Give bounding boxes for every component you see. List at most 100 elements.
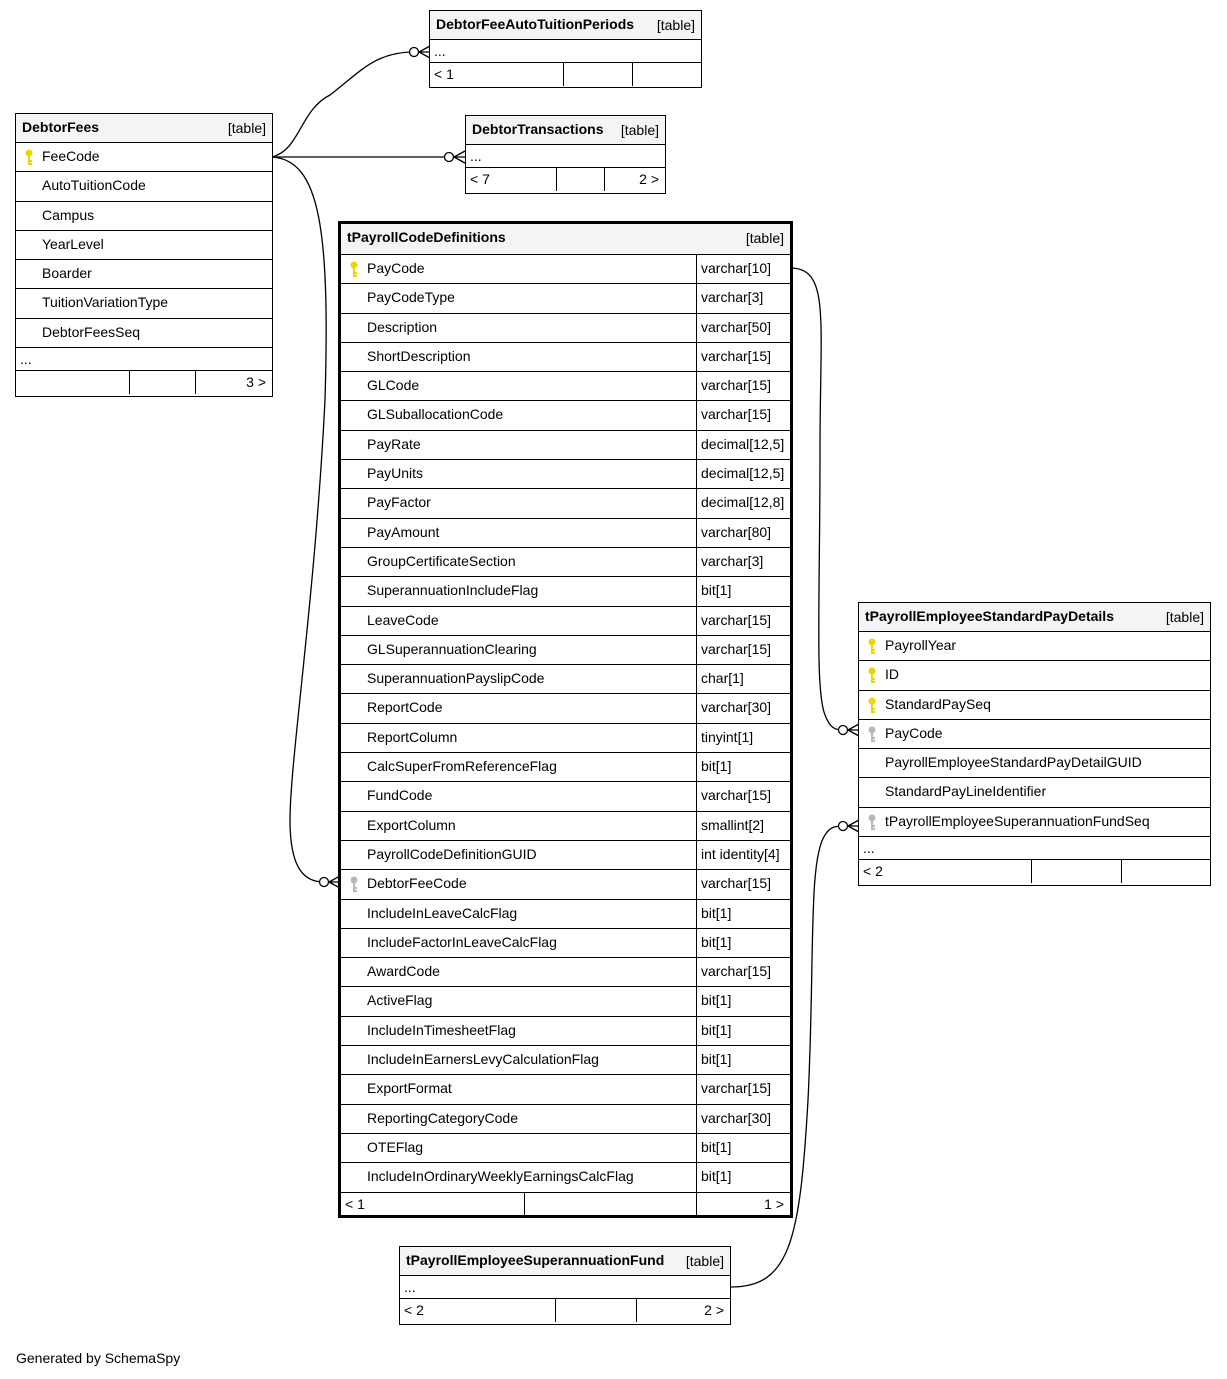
- column-name: IncludeInEarnersLevyCalculationFlag: [367, 1051, 599, 1068]
- column-type-cell: varchar[15]: [696, 958, 790, 987]
- column-type: bit[1]: [701, 1051, 732, 1068]
- column-type: bit[1]: [701, 904, 732, 921]
- column-row[interactable]: PayCode: [859, 720, 1210, 750]
- column-name: DebtorFeesSeq: [42, 323, 141, 340]
- column-row[interactable]: IncludeInEarnersLevyCalculationFlag bit[1…: [341, 1046, 790, 1076]
- column-row[interactable]: YearLevel: [16, 231, 272, 261]
- column-type: varchar[3]: [701, 289, 764, 306]
- column-row[interactable]: PayrollYear: [859, 632, 1210, 662]
- column-row[interactable]: StandardPayLineIdentifier: [859, 778, 1210, 808]
- column-name: ReportColumn: [367, 728, 458, 745]
- column-row[interactable]: DebtorFeesSeq: [16, 319, 272, 349]
- column-row[interactable]: GLSuperannuationClearing varchar[15]: [341, 635, 790, 666]
- parents-count: < 7: [470, 171, 490, 187]
- column-type: varchar[50]: [701, 318, 772, 335]
- column-type-cell: varchar[15]: [696, 635, 790, 665]
- column-name: ID: [885, 666, 899, 683]
- table-header: tPayrollEmployeeSuperannuationFund [tabl…: [400, 1247, 730, 1276]
- column-row[interactable]: DebtorFeeCode varchar[15]: [341, 870, 790, 900]
- column-row[interactable]: PayCodeType varchar[3]: [341, 284, 790, 314]
- table-name: DebtorFees: [22, 119, 100, 135]
- table-tpayrollemployeesuperannuationfund[interactable]: tPayrollEmployeeSuperannuationFund [tabl…: [399, 1246, 731, 1325]
- column-name: StandardPaySeq: [885, 695, 991, 712]
- table-debtortransactions[interactable]: DebtorTransactions [table] ... < 7 2 >: [465, 115, 666, 194]
- column-row[interactable]: ID: [859, 661, 1210, 691]
- column-name: PayAmount: [367, 523, 440, 540]
- column-name: Description: [367, 318, 438, 335]
- column-row[interactable]: FeeCode: [16, 143, 272, 173]
- foreign-key-icon: [349, 876, 359, 893]
- table-header: DebtorTransactions [table]: [466, 116, 665, 145]
- column-type-cell: varchar[3]: [696, 547, 790, 577]
- table-type: [table]: [656, 17, 695, 33]
- foreign-key-icon: [867, 814, 877, 831]
- column-type-cell: varchar[15]: [696, 870, 790, 899]
- column-type: bit[1]: [701, 758, 732, 775]
- table-footer: < 1: [430, 63, 701, 86]
- column-row[interactable]: TuitionVariationType: [16, 289, 272, 319]
- column-row[interactable]: AutoTuitionCode: [16, 172, 272, 202]
- primary-key-icon: [867, 697, 877, 714]
- parents-count: < 2: [404, 1302, 424, 1318]
- column-name: PayCodeType: [367, 289, 455, 306]
- column-name: StandardPayLineIdentifier: [885, 783, 1047, 800]
- column-name: PayrollYear: [885, 637, 957, 653]
- column-row[interactable]: Boarder: [16, 260, 272, 290]
- column-type: varchar[15]: [701, 611, 772, 628]
- primary-key-icon: [349, 261, 359, 278]
- column-type-cell: bit[1]: [696, 928, 790, 958]
- table-tpayrollemployeestandardpaydetails[interactable]: tPayrollEmployeeStandardPayDetails [tabl…: [858, 602, 1211, 886]
- column-row[interactable]: PayrollEmployeeStandardPayDetailGUID: [859, 749, 1210, 779]
- column-name: GLSuperannuationClearing: [367, 640, 537, 657]
- column-type: decimal[12,5]: [701, 435, 785, 452]
- children-count: 2 >: [704, 1302, 724, 1318]
- column-type: decimal[12,5]: [701, 465, 785, 482]
- column-row[interactable]: Campus: [16, 202, 272, 231]
- column-type-cell: int identity[4]: [696, 840, 790, 870]
- column-row[interactable]: Description varchar[50]: [341, 313, 790, 343]
- column-type: bit[1]: [701, 1138, 732, 1155]
- column-name: DebtorFeeCode: [367, 875, 467, 892]
- column-type-cell: varchar[15]: [696, 782, 790, 811]
- column-row[interactable]: tPayrollEmployeeSuperannuationFundSeq: [859, 808, 1210, 838]
- parents-count: < 1: [434, 66, 454, 82]
- column-type: bit[1]: [701, 992, 732, 1009]
- column-type-cell: bit[1]: [696, 1133, 790, 1163]
- column-name: tPayrollEmployeeSuperannuationFundSeq: [885, 812, 1150, 829]
- column-type: varchar[30]: [701, 699, 772, 716]
- column-row[interactable]: StandardPaySeq: [859, 691, 1210, 720]
- primary-key-icon: [867, 667, 877, 684]
- column-name: PayFactor: [367, 494, 431, 511]
- column-type-cell: bit[1]: [696, 987, 790, 1016]
- table-debtorfeeautotuitionperiods[interactable]: DebtorFeeAutoTuitionPeriods [table] ... …: [429, 10, 702, 88]
